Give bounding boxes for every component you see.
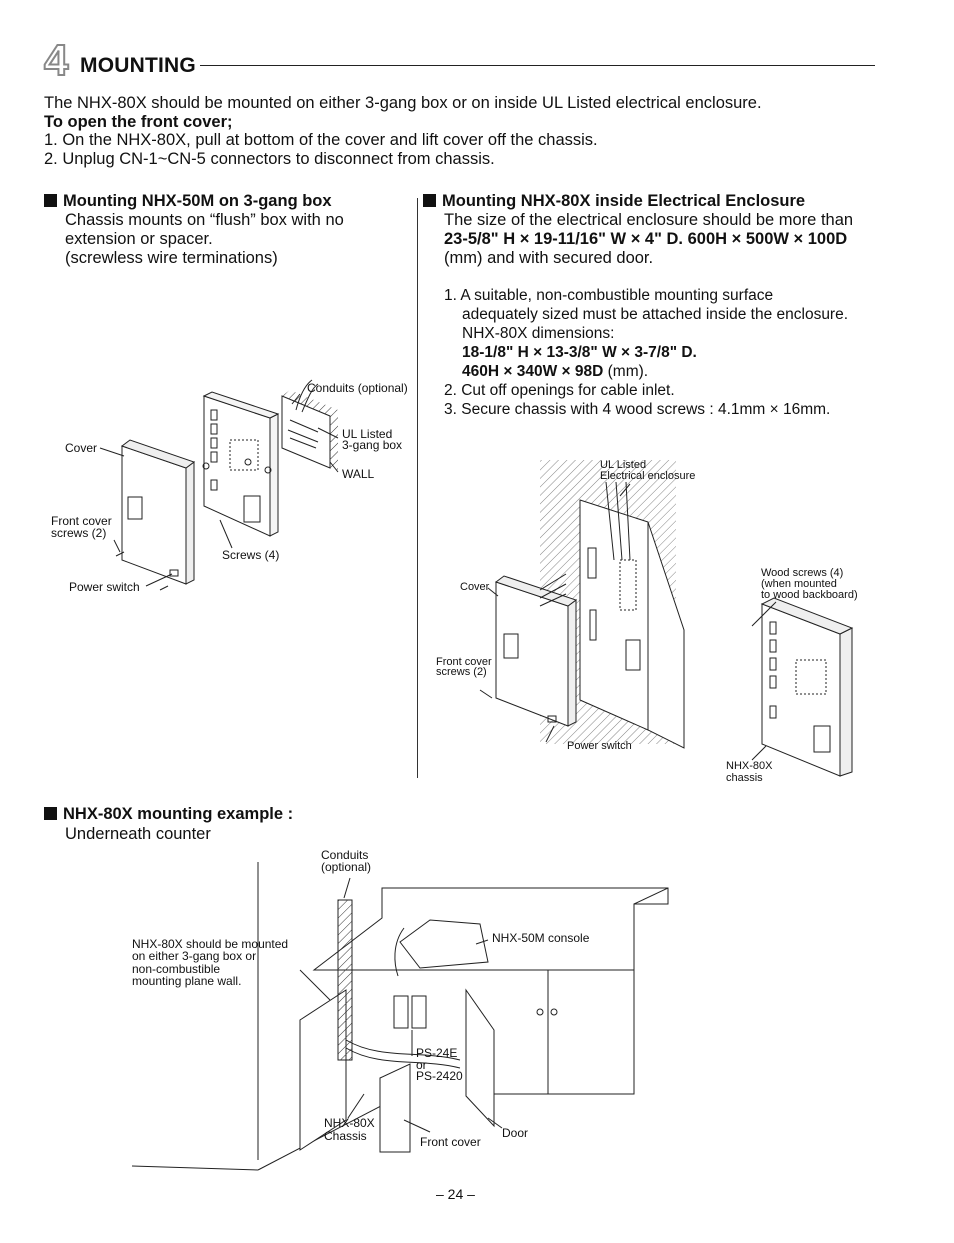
chassis-dims-inch: 18-1/8" H × 13-3/8" W × 3-7/8" D. bbox=[462, 344, 697, 361]
right-line: (mm) and with secured door. bbox=[444, 249, 654, 267]
label-front-cover: Front cover bbox=[51, 514, 112, 528]
intro-block: The NHX-80X should be mounted on either … bbox=[44, 94, 762, 168]
section-number: 4 bbox=[43, 36, 70, 85]
label-wood-backboard: to wood backboard) bbox=[761, 589, 858, 601]
label-chassis: chassis bbox=[726, 772, 763, 784]
bullet-square-icon bbox=[423, 194, 436, 207]
label-electrical-enclosure: Electrical enclosure bbox=[600, 470, 696, 482]
step-1b: adequately sized must be attached inside… bbox=[462, 306, 849, 323]
step-1a: 1. A suitable, non-combustible mounting … bbox=[444, 287, 774, 304]
label-cover: Cover bbox=[460, 581, 490, 593]
label-note: non-combustible bbox=[132, 962, 221, 976]
label-conduits: Conduits (optional) bbox=[307, 381, 408, 395]
cover-drawing bbox=[120, 439, 196, 585]
left-line: Chassis mounts on “flush” box with no bbox=[65, 211, 344, 229]
label-wood-screws-note: (when mounted bbox=[761, 578, 837, 590]
bullet-square-icon bbox=[44, 807, 57, 820]
label-power-switch: Power switch bbox=[69, 580, 140, 594]
label-nhx80x: NHX-80X bbox=[324, 1116, 375, 1130]
chassis-dims-mm-tail: (mm). bbox=[603, 363, 649, 380]
chassis-dims-mm-bold: 460H × 340W × 98D bbox=[462, 363, 604, 380]
label-or: or bbox=[416, 1058, 427, 1072]
right-line: The size of the electrical enclosure sho… bbox=[444, 211, 854, 229]
label-door: Door bbox=[502, 1126, 529, 1140]
step-1c: NHX-80X dimensions: bbox=[462, 325, 615, 342]
label-conduits: Conduits bbox=[321, 848, 369, 862]
title-rule bbox=[200, 65, 875, 66]
label-cover: Cover bbox=[65, 441, 98, 455]
chassis-drawing bbox=[202, 391, 280, 537]
chassis-dims-mm: 460H × 340W × 98D (mm). bbox=[444, 362, 848, 381]
label-ps24e: PS-24E bbox=[416, 1046, 458, 1060]
enclosure-cover-drawing bbox=[494, 573, 578, 727]
counter-drawing bbox=[131, 862, 669, 1171]
left-line: extension or spacer. bbox=[65, 230, 213, 248]
label-note: NHX-80X should be mounted bbox=[132, 937, 289, 951]
enclosure-dims: 23-5/8" H × 19-11/16" W × 4" D. 600H × 5… bbox=[444, 230, 848, 248]
label-note: on either 3-gang box or bbox=[132, 949, 257, 963]
gang-box-drawing bbox=[281, 379, 338, 470]
label-front-cover-screws: screws (2) bbox=[51, 526, 107, 540]
label-nhx80x: NHX-80X bbox=[726, 760, 773, 772]
label-ps2420: PS-2420 bbox=[416, 1069, 463, 1083]
left-description: Chassis mounts on “flush” box with no ex… bbox=[65, 211, 344, 268]
label-chassis: Chassis bbox=[324, 1129, 367, 1143]
wood-chassis-drawing bbox=[760, 597, 854, 777]
label-ul-listed: UL Listed bbox=[342, 427, 393, 441]
label-wall: WALL bbox=[342, 467, 375, 481]
left-heading: Mounting NHX-50M on 3-gang box bbox=[44, 192, 332, 211]
left-line: (screwless wire terminations) bbox=[65, 249, 278, 267]
section-title: MOUNTING bbox=[80, 54, 196, 77]
label-front-cover-screws: screws (2) bbox=[436, 666, 487, 678]
label-optional: (optional) bbox=[321, 860, 372, 874]
step-3: 3. Secure chassis with 4 wood screws : 4… bbox=[444, 401, 831, 418]
label-power-switch: Power switch bbox=[567, 740, 632, 752]
page-number: – 24 – bbox=[436, 1186, 475, 1202]
right-heading-text: Mounting NHX-80X inside Electrical Enclo… bbox=[442, 192, 806, 210]
open-step-1: 1. On the NHX-80X, pull at bottom of the… bbox=[44, 131, 598, 149]
open-step-2: 2. Unplug CN-1~CN-5 connectors to discon… bbox=[44, 149, 495, 168]
label-console: NHX-50M console bbox=[492, 931, 590, 945]
example-subheading: Underneath counter bbox=[65, 825, 211, 843]
right-heading: Mounting NHX-80X inside Electrical Enclo… bbox=[423, 192, 805, 211]
right-steps: 1. A suitable, non-combustible mounting … bbox=[444, 286, 848, 419]
label-screws: Screws (4) bbox=[222, 548, 280, 562]
label-front-cover: Front cover bbox=[436, 656, 492, 668]
left-heading-text: Mounting NHX-50M on 3-gang box bbox=[63, 192, 332, 210]
label-gang-box: 3-gang box bbox=[342, 438, 403, 452]
label-note: mounting plane wall. bbox=[132, 974, 242, 988]
label-wood-screws: Wood screws (4) bbox=[761, 567, 844, 579]
step-2: 2. Cut off openings for cable inlet. bbox=[444, 382, 675, 399]
column-divider bbox=[417, 198, 418, 778]
label-ul-listed: UL Listed bbox=[600, 459, 647, 471]
example-heading: NHX-80X mounting example : bbox=[44, 805, 293, 824]
intro-line: The NHX-80X should be mounted on either … bbox=[44, 94, 762, 112]
example-heading-text: NHX-80X mounting example : bbox=[63, 805, 294, 823]
open-cover-heading: To open the front cover; bbox=[44, 112, 233, 131]
right-description: The size of the electrical enclosure sho… bbox=[444, 211, 853, 268]
label-front-cover: Front cover bbox=[420, 1135, 481, 1149]
bullet-square-icon bbox=[44, 194, 57, 207]
